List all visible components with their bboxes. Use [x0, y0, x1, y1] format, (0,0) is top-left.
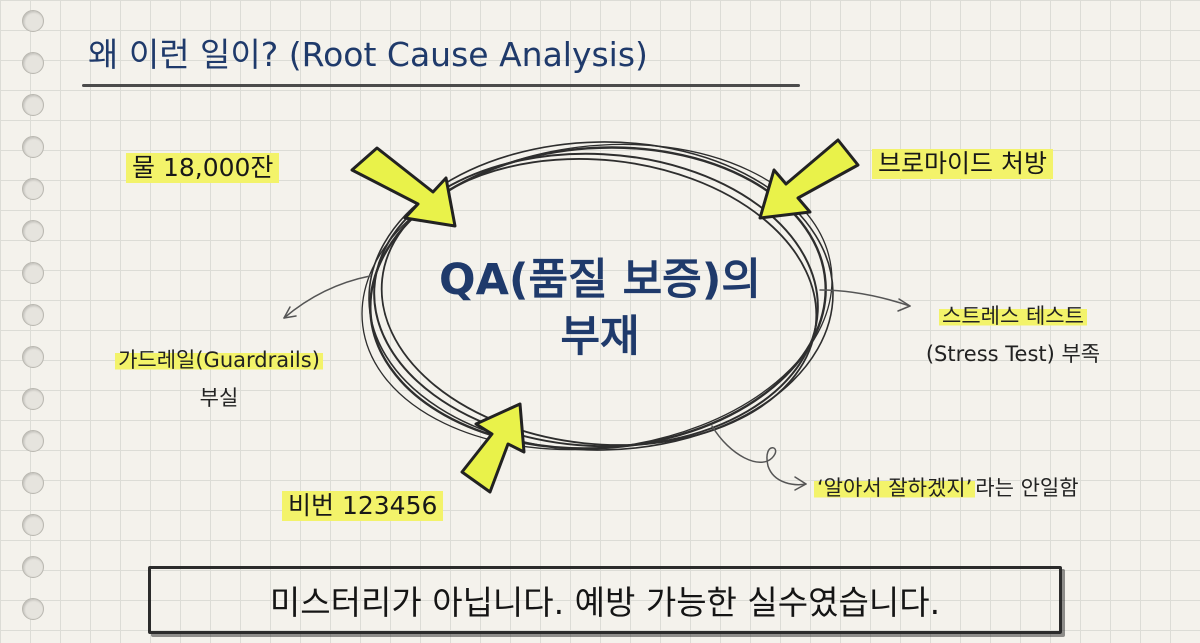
stress-test-note-line1: 스트레스 테스트: [898, 300, 1128, 330]
cause-password-label: 비번 123456: [282, 484, 444, 524]
arrow-top-left: [350, 146, 457, 228]
binder-hole: [22, 346, 44, 368]
cause-water-label: 물 18,000잔: [126, 146, 280, 186]
stress-test-note-line2: (Stress Test) 부족: [925, 342, 1101, 366]
binder-hole: [22, 514, 44, 536]
binder-hole: [22, 556, 44, 578]
binder-hole: [22, 304, 44, 326]
binder-hole: [22, 136, 44, 158]
binder-hole: [22, 178, 44, 200]
guardrails-note-line1: 가드레일(Guardrails): [86, 344, 352, 374]
binder-hole: [22, 388, 44, 410]
core-problem: QA(품질 보증)의 부재: [380, 252, 820, 366]
title-underline: [82, 84, 800, 87]
arrow-bottom: [460, 402, 526, 494]
guardrails-note-line2: 부실: [199, 386, 239, 410]
cause-bromide-label: 브로마이드 처방: [872, 142, 1053, 182]
binder-hole: [22, 220, 44, 242]
complacency-note: ‘알아서 잘하겠지’라는 안일함: [814, 472, 1079, 502]
page-title: 왜 이런 일이? (Root Cause Analysis): [88, 35, 648, 74]
complacency-note-highlight: ‘알아서 잘하겠지’: [814, 476, 976, 500]
binder-hole: [22, 472, 44, 494]
core-problem-line1: QA(품질 보증)의: [439, 255, 761, 305]
arrow-top-right: [758, 138, 860, 220]
binder-hole: [22, 10, 44, 32]
stress-test-note: 스트레스 테스트 (Stress Test) 부족: [898, 300, 1128, 368]
center-ellipse: [361, 141, 834, 451]
conclusion-box: [148, 566, 1062, 634]
conclusion-text: 미스터리가 아닙니다. 예방 가능한 실수였습니다.: [269, 583, 941, 622]
binder-hole: [22, 94, 44, 116]
binder-holes: [0, 0, 60, 643]
binder-hole: [22, 430, 44, 452]
thin-connectors: [283, 275, 911, 491]
core-problem-line2: 부재: [560, 311, 640, 362]
complacency-note-rest: 라는 안일함: [975, 476, 1079, 500]
binder-hole: [22, 598, 44, 620]
guardrails-note: 가드레일(Guardrails) 부실: [86, 344, 352, 412]
binder-hole: [22, 52, 44, 74]
binder-hole: [22, 262, 44, 284]
